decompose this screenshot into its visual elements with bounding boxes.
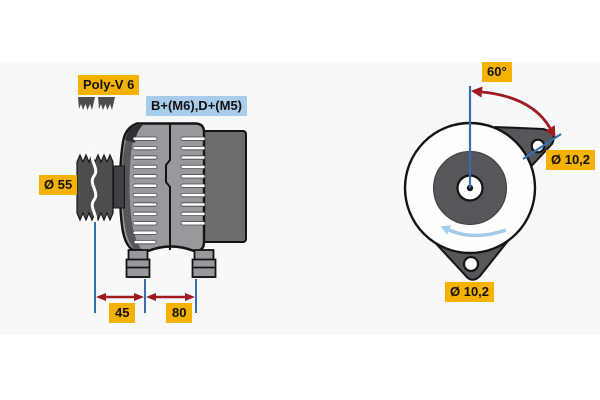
belt-type-label: Poly-V 6 [78,75,140,96]
dimension-arrow-45 [96,293,144,301]
hole-axis-line [522,133,562,160]
rotation-arrow-icon [440,225,507,238]
vent-slots-front [132,136,158,245]
mount-angle-label: 60° [482,62,512,83]
angle-arrow-icon [471,86,556,138]
dimension-45-label: 45 [109,303,136,324]
housing-seam [165,124,171,250]
belt-profile-icon [78,97,115,110]
dimension-80-label: 80 [166,303,193,324]
shaft-hub [113,165,125,209]
front-annotations [468,86,562,188]
bottom-mount-hole [462,255,480,273]
vent-slots-rear [180,136,206,226]
pulley-break-line [90,151,98,225]
terminal-label: B+(M6),D+(M5) [146,96,248,117]
bottom-hole-diameter-label: Ø 10,2 [445,282,495,303]
mounting-feet [125,249,217,278]
alternator-front-view [403,121,555,281]
side-dimension-lines [94,222,197,313]
rear-housing [202,130,247,243]
pulley-diameter-label: Ø 55 [39,175,78,196]
top-hole-diameter-label: Ø 10,2 [546,150,596,171]
alternator-side-view [76,122,247,278]
dimension-arrow-80 [146,293,195,301]
top-cap [125,124,144,143]
front-bevel [121,124,142,249]
